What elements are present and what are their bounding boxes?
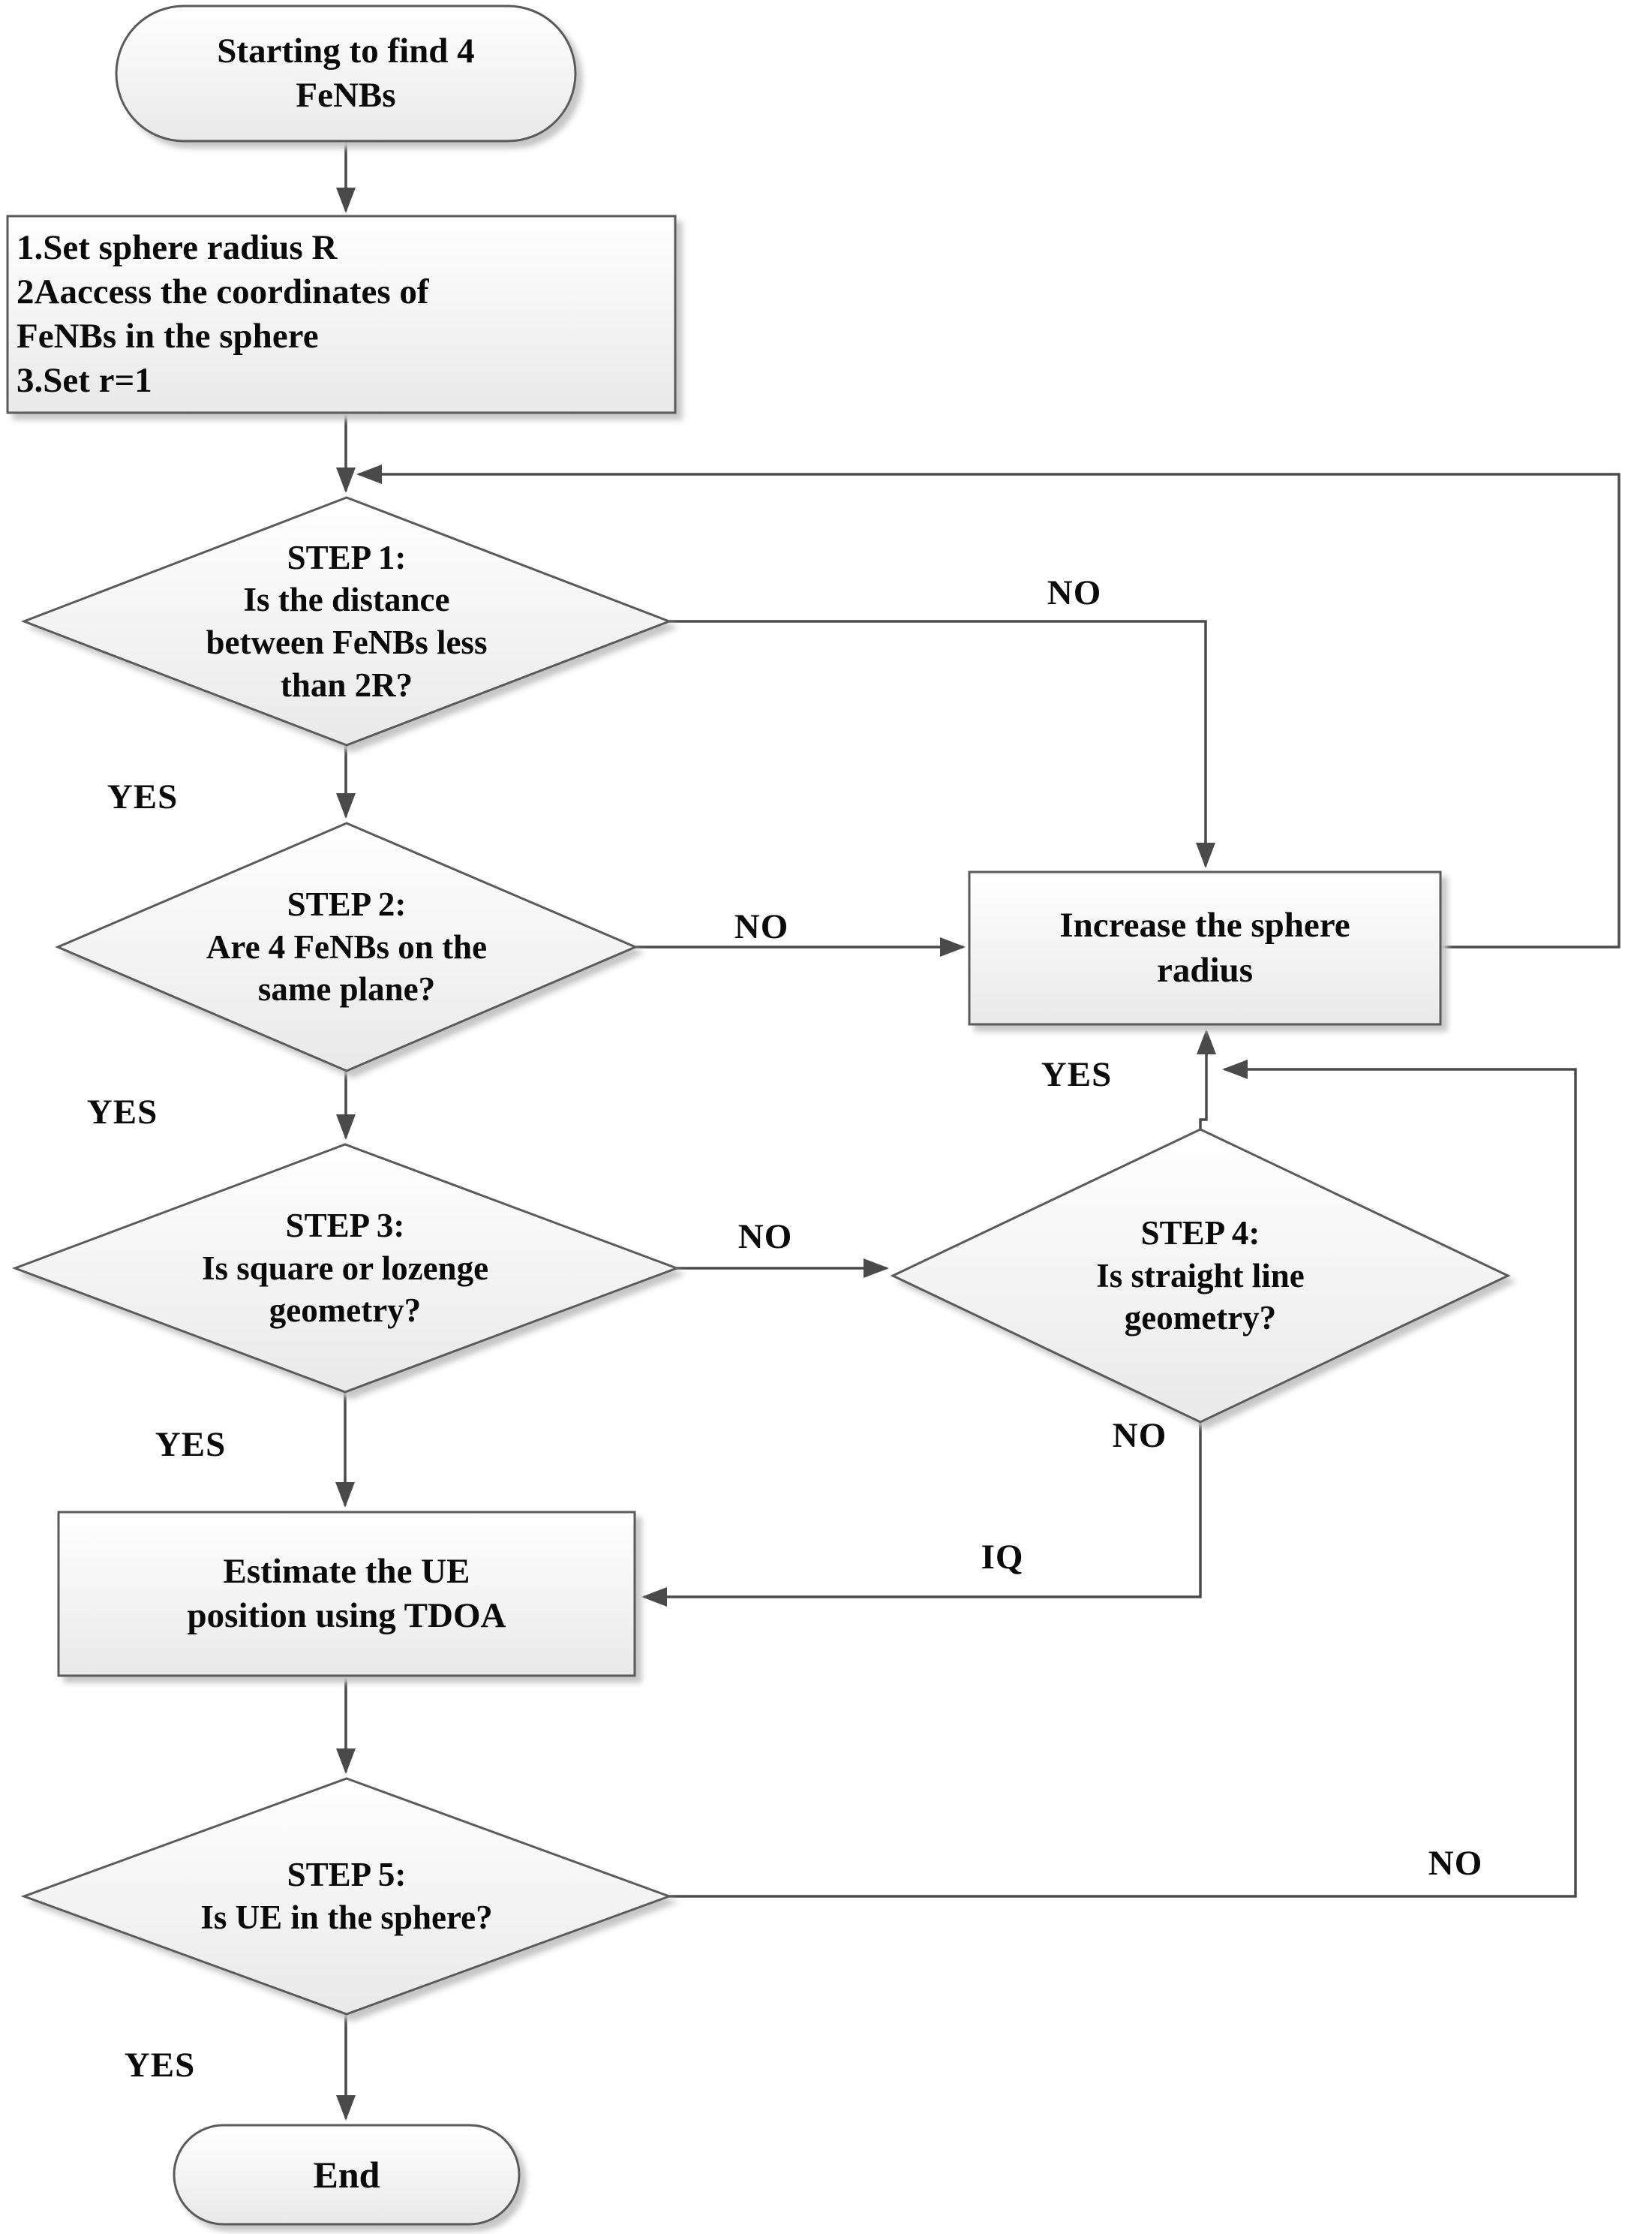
increase-process-shape (968, 870, 1442, 1026)
edge-increase-feedback-to-step1 (356, 465, 1620, 949)
edge-step5-no-to-increase (669, 1060, 1577, 1898)
init-process-shape (6, 215, 677, 414)
edge-step4-no-to-tdoa (641, 1422, 1202, 1607)
step3-decision-shape (11, 1143, 680, 1394)
start-terminator-shape (115, 5, 577, 143)
step2-decision-shape (55, 822, 638, 1072)
step4-decision-shape (890, 1128, 1511, 1424)
step1-decision-shape (20, 496, 673, 747)
edge-step4-yes-to-increase (1197, 1029, 1216, 1129)
end-terminator-shape (173, 2124, 521, 2226)
step5-decision-shape (20, 1777, 673, 2016)
tdoa-process-shape (57, 1511, 636, 1677)
edge-step1-no-to-increase (669, 620, 1215, 868)
